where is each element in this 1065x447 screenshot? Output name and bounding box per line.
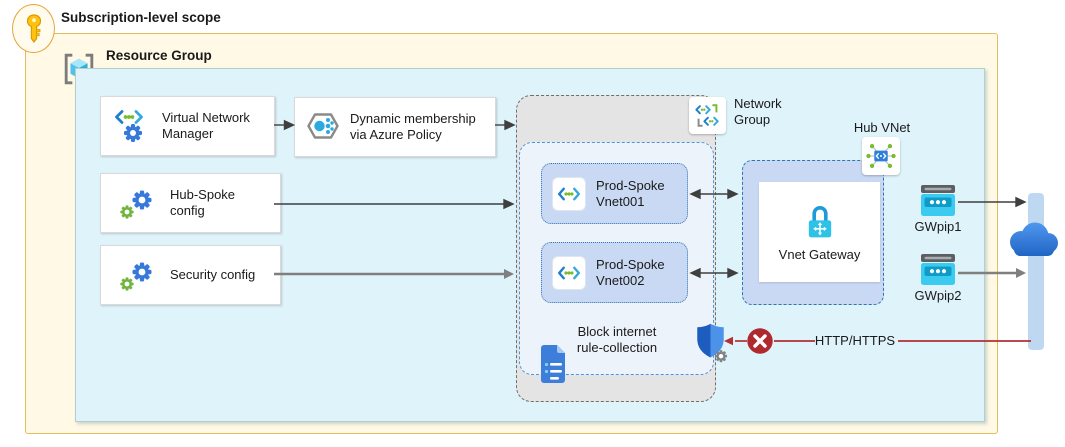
config-gears-icon xyxy=(120,190,152,219)
prod-spoke-vnet002-label: Prod-Spoke Vnet002 xyxy=(596,256,665,288)
network-group-icon xyxy=(689,97,726,134)
hub-spoke-config-label: Hub-Spoke config xyxy=(170,187,236,218)
azure-policy-icon xyxy=(307,113,339,139)
rule-collection-document-icon xyxy=(538,344,568,389)
subscription-key-icon xyxy=(12,4,55,53)
azure-policy-box: Dynamic membership via Azure Policy xyxy=(294,97,496,157)
network-group-label: Network Group xyxy=(734,96,782,127)
virtual-network-manager-box: Virtual Network Manager xyxy=(100,96,275,156)
subscription-scope-title: Subscription-level scope xyxy=(61,10,221,25)
prod-spoke-vnet002-box: Prod-Spoke Vnet002 xyxy=(541,242,688,303)
gwpip1-label: GWpip1 xyxy=(914,219,962,234)
config-gears-icon xyxy=(120,262,152,291)
vnet-gateway-box: Vnet Gateway xyxy=(759,182,880,282)
virtual-network-manager-label: Virtual Network Manager xyxy=(162,110,250,141)
gwpip2-label: GWpip2 xyxy=(914,288,962,303)
gwpip1-icon xyxy=(919,185,957,216)
rule-collection-label: Block internet rule-collection xyxy=(576,324,658,355)
virtual-network-icon xyxy=(553,256,585,289)
prod-spoke-vnet001-box: Prod-Spoke Vnet001 xyxy=(541,163,688,224)
internet-cloud-icon xyxy=(1008,215,1060,264)
hub-spoke-config-box: Hub-Spoke config xyxy=(100,173,281,233)
vnet-gateway-icon xyxy=(808,206,831,238)
key-icon xyxy=(26,13,41,43)
security-config-box: Security config xyxy=(100,245,281,305)
hub-vnet-label: Hub VNet xyxy=(853,120,911,135)
virtual-network-icon xyxy=(553,177,585,210)
gwpip2-icon xyxy=(919,254,957,285)
security-config-label: Security config xyxy=(170,267,256,282)
vnet-gateway-label: Vnet Gateway xyxy=(778,247,861,262)
blocked-traffic-label: HTTP/HTTPS xyxy=(814,333,896,348)
firewall-shield-icon xyxy=(693,321,728,368)
virtual-network-manager-icon xyxy=(115,110,143,143)
azure-policy-label: Dynamic membership via Azure Policy xyxy=(350,111,476,142)
prod-spoke-vnet001-label: Prod-Spoke Vnet001 xyxy=(596,177,665,209)
hub-vnet-icon xyxy=(862,137,900,175)
resource-group-title: Resource Group xyxy=(106,48,212,63)
